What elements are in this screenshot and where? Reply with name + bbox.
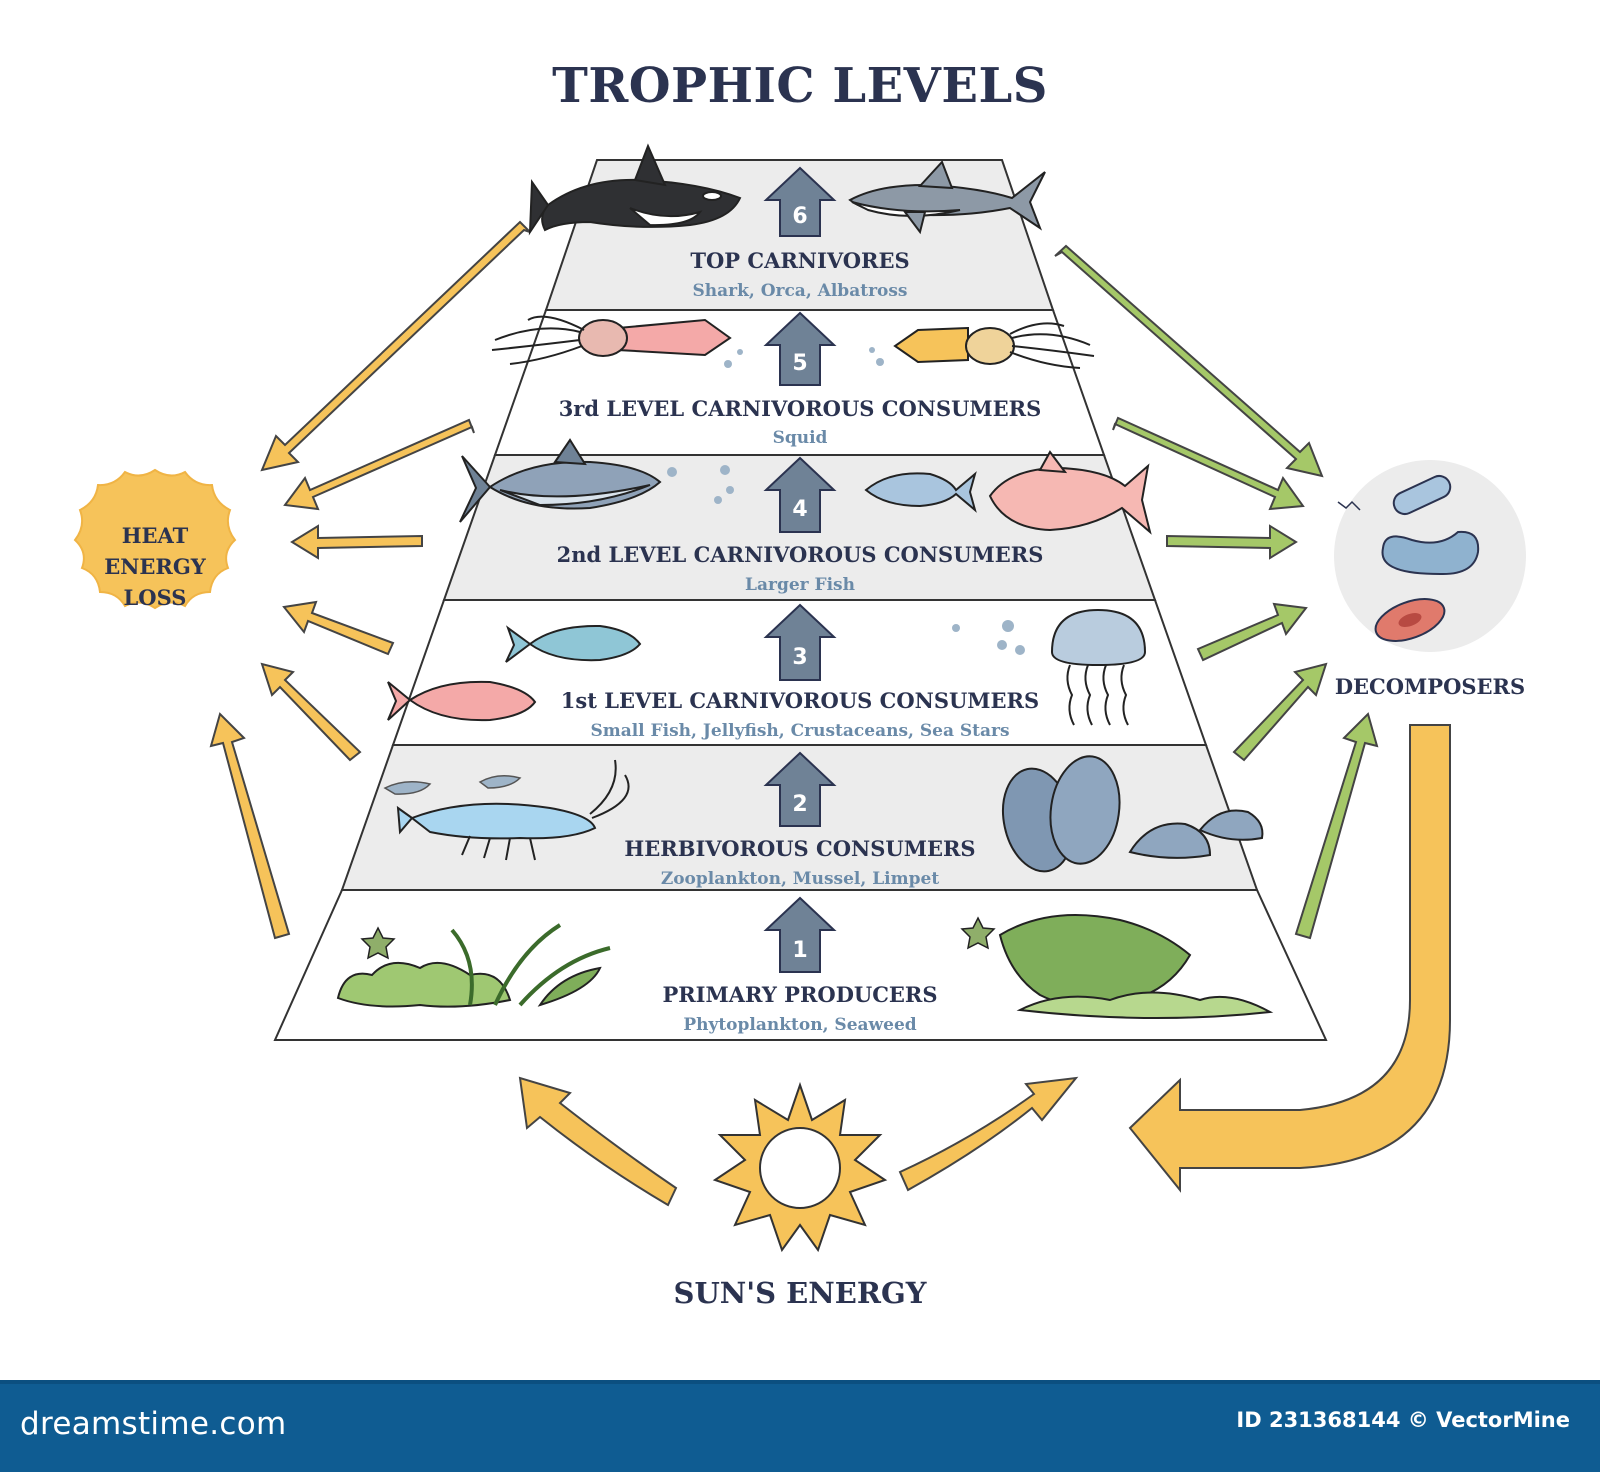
heat-loss-arrows: [209, 220, 531, 940]
shrimp-icon: [396, 759, 630, 861]
level-examples-6: Shark, Orca, Albatross: [692, 281, 908, 301]
level-examples-4: Larger Fish: [745, 575, 855, 595]
decomposer-return-arrow: [1128, 724, 1451, 1193]
squid-icon: [491, 315, 732, 365]
decomposer-arrows: [1054, 244, 1379, 940]
fish-icon: [505, 624, 642, 663]
heat-arrow: [283, 418, 475, 511]
heat-arrow: [260, 220, 531, 472]
sun-arrow-left: [518, 1076, 678, 1207]
level-name-1: PRIMARY PRODUCERS: [662, 982, 938, 1007]
level-arrow-2: [763, 751, 837, 827]
brand-logo[interactable]: dreamstime.com: [20, 1406, 287, 1442]
decomposer-arrow: [1294, 712, 1379, 940]
fish-icon: [864, 471, 977, 513]
sun-energy-label: SUN'S ENERGY: [673, 1276, 927, 1310]
limpet-icon: [1128, 809, 1264, 859]
sun-energy-arrows: [518, 724, 1451, 1207]
level-number-6: 6: [792, 204, 808, 229]
heat-energy-loss-label: HEAT ENERGY LOSS: [75, 520, 235, 613]
level-number-4: 4: [792, 497, 808, 522]
heat-label-line: ENERGY: [104, 554, 206, 579]
footer-bar: dreamstime.com ID 231368144 © VectorMine: [0, 1380, 1600, 1472]
page-title: TROPHIC LEVELS: [552, 58, 1048, 114]
decomposer-arrow: [1112, 416, 1305, 511]
level-arrows: [763, 166, 837, 973]
level-arrow-5: [763, 311, 837, 386]
level-number-1: 1: [792, 938, 808, 963]
bacteria-icon: [1398, 613, 1422, 627]
footer-divider: [0, 1380, 1600, 1384]
heat-badge-icon: [73, 468, 237, 610]
heat-label-line: LOSS: [123, 585, 187, 610]
tuna-icon: [459, 438, 662, 523]
heat-arrow: [282, 600, 395, 656]
shark-icon: [848, 160, 1046, 235]
bacteria-icon: [1381, 530, 1480, 576]
decomposers-group: [1334, 460, 1526, 652]
salmon-icon: [387, 680, 537, 722]
decomposers-label: DECOMPOSERS: [1334, 674, 1526, 699]
decomposer-arrow: [1054, 244, 1324, 478]
level-number-5: 5: [792, 351, 808, 376]
level-name-5: 3rd LEVEL CARNIVOROUS CONSUMERS: [558, 396, 1042, 421]
heat-arrow: [209, 712, 291, 940]
level-arrow-3: [763, 603, 837, 681]
starfish-icon: [360, 916, 996, 960]
seaweed-icon: [336, 923, 611, 1008]
level-number-2: 2: [792, 792, 808, 817]
shrimp-icon: [383, 775, 522, 795]
mussel-icon: [1002, 755, 1121, 873]
level-arrow-6: [763, 166, 837, 237]
decomposer-arrow: [1166, 524, 1298, 560]
sun-arrow-right: [898, 1076, 1079, 1192]
level-name-4: 2nd LEVEL CARNIVOROUS CONSUMERS: [556, 542, 1044, 567]
bacteria-icon: [1337, 500, 1361, 511]
salmon-icon: [988, 450, 1152, 535]
level-number-3: 3: [792, 645, 808, 670]
bubbles: [667, 347, 1025, 655]
level-examples-5: Squid: [772, 428, 828, 448]
level-arrow-1: [763, 896, 837, 973]
decomposer-arrow: [1196, 602, 1308, 662]
orca-icon: [528, 143, 742, 236]
level-examples-1: Phytoplankton, Seaweed: [683, 1015, 917, 1035]
jellyfish-icon: [1050, 608, 1147, 726]
level-name-3: 1st LEVEL CARNIVOROUS CONSUMERS: [560, 688, 1040, 713]
heat-arrow: [290, 524, 423, 560]
level-examples-2: Zooplankton, Mussel, Limpet: [660, 869, 940, 889]
level-name-6: TOP CARNIVORES: [690, 248, 910, 273]
squid-icon: [893, 322, 1095, 369]
sun-icon: [712, 1081, 888, 1253]
heat-label-line: HEAT: [121, 523, 189, 548]
seaweed-icon: [998, 914, 1274, 1020]
bacteria-icon: [1392, 474, 1452, 516]
level-name-2: HERBIVOROUS CONSUMERS: [624, 836, 976, 861]
image-credit: ID 231368144 © VectorMine: [1236, 1408, 1570, 1432]
decomposer-arrow: [1232, 662, 1328, 762]
level-examples-3: Small Fish, Jellyfish, Crustaceans, Sea …: [590, 721, 1010, 741]
heat-arrow: [260, 662, 362, 762]
level-arrow-4: [763, 456, 837, 533]
